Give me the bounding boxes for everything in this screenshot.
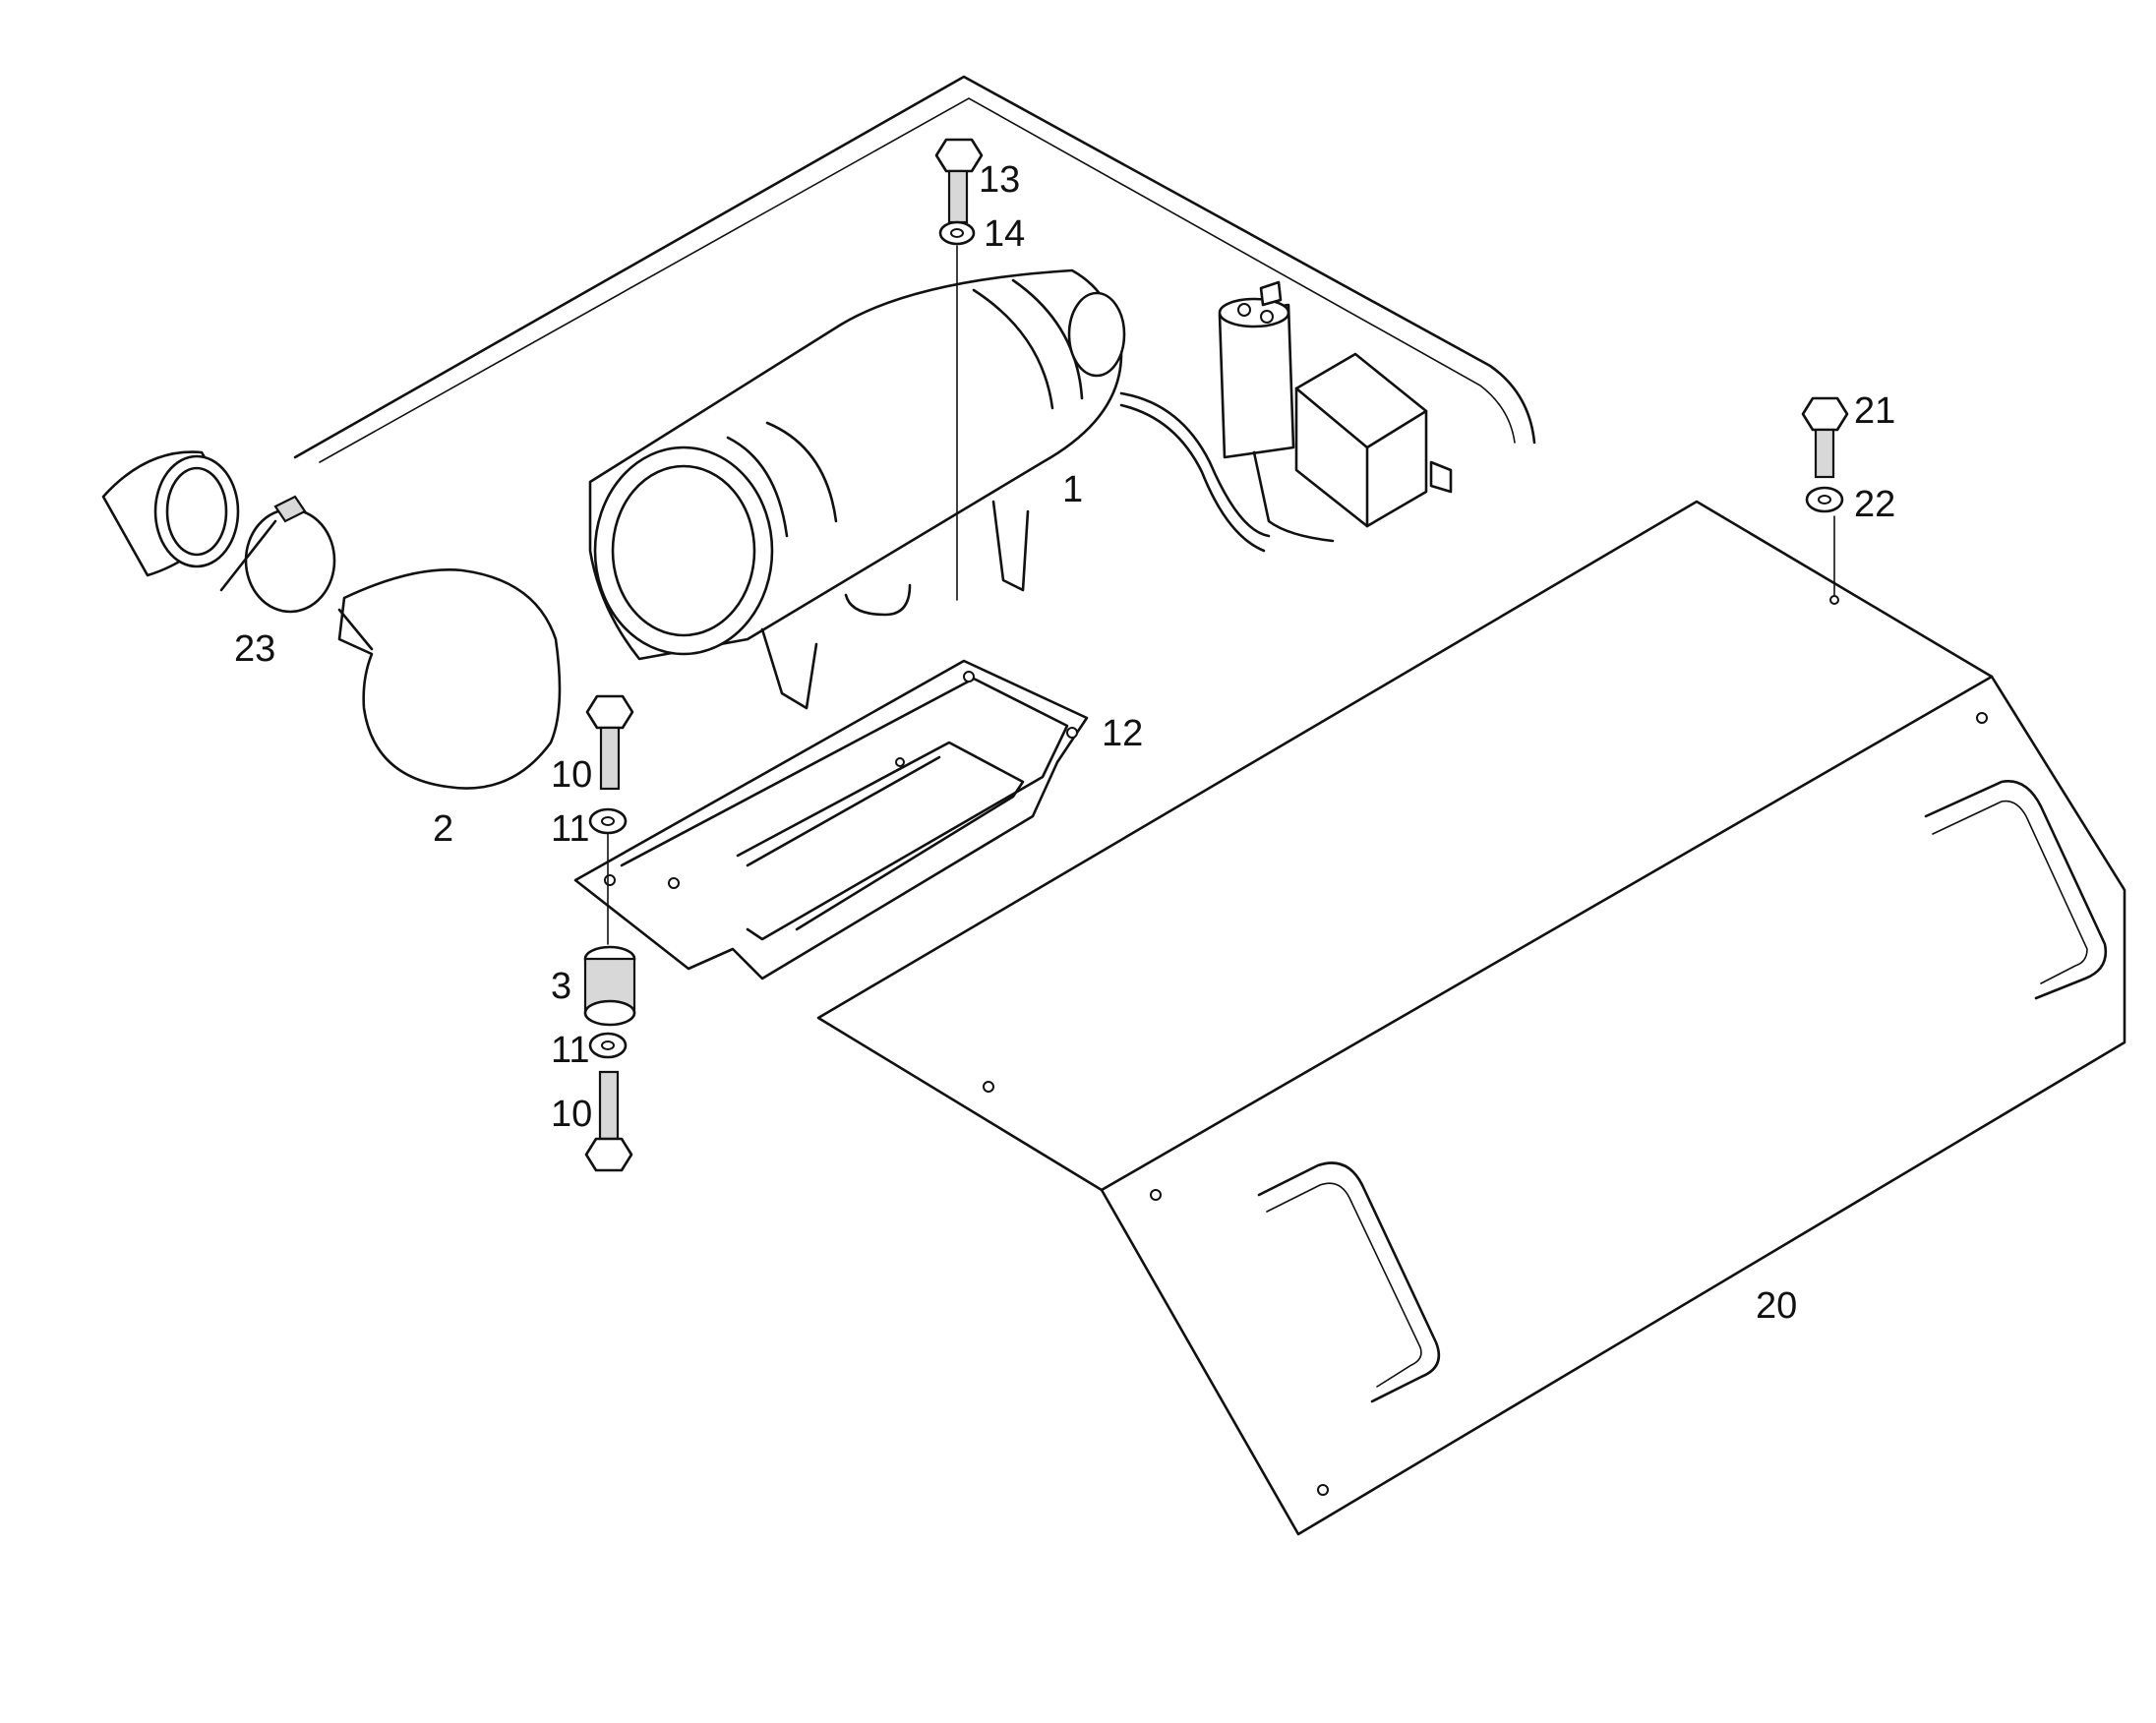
callout-labels: 1 2 3 10 10 11 11 12 13 14 20 21 22 23 [234, 159, 1895, 1327]
hose-and-clamp [101, 450, 336, 614]
cover-panel [816, 500, 2126, 1536]
callout-23: 23 [234, 628, 275, 670]
fastener-set [583, 138, 1849, 1172]
callout-2: 2 [433, 808, 453, 850]
callout-10-lower: 10 [551, 1094, 592, 1135]
callout-11-upper: 11 [551, 808, 589, 850]
callout-21: 21 [1854, 390, 1895, 432]
callout-1: 1 [1062, 469, 1083, 510]
callout-11-lower: 11 [551, 1030, 589, 1071]
callout-12: 12 [1102, 713, 1143, 754]
callout-22: 22 [1854, 484, 1895, 525]
mounting-bracket [573, 659, 1089, 980]
heater-unit [588, 268, 1271, 710]
callout-13: 13 [979, 159, 1020, 201]
control-box [1218, 280, 1453, 543]
callout-14: 14 [984, 213, 1025, 255]
callout-20: 20 [1756, 1285, 1797, 1327]
callout-3: 3 [551, 966, 571, 1007]
enclosure-outline [293, 75, 1536, 463]
callout-10-upper: 10 [551, 754, 592, 796]
intake-cap [337, 568, 562, 790]
